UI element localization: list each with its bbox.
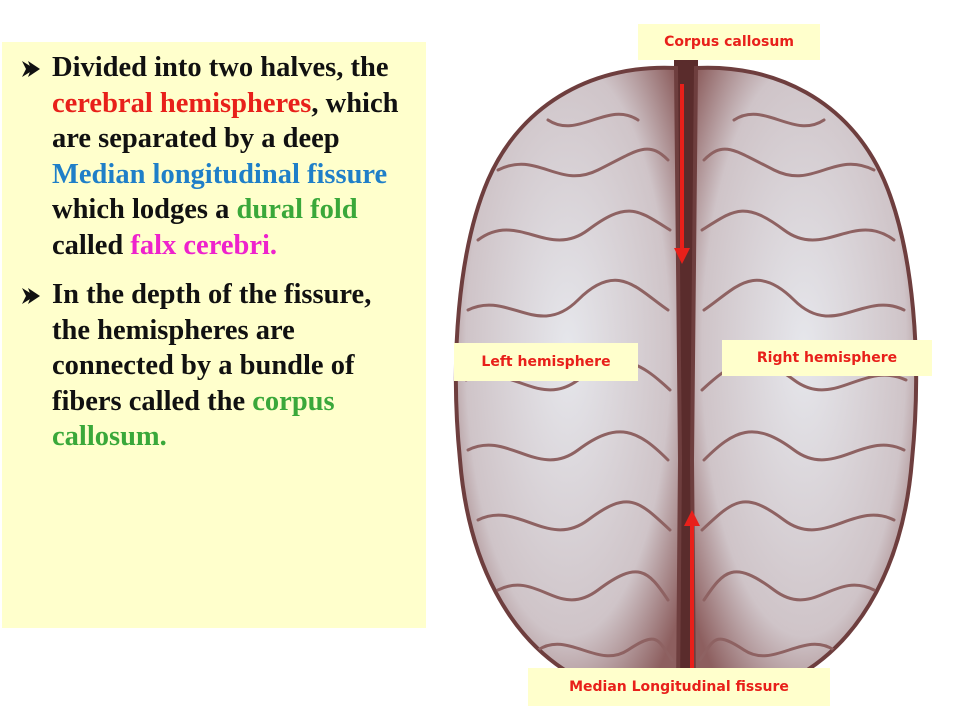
bullet-1-part-1: Divided into two halves, the [52, 52, 389, 83]
label-left-hemisphere: Left hemisphere [454, 343, 638, 381]
arrow-bullet-icon [22, 288, 40, 304]
bullet-1-cerebral-hemispheres: cerebral hemispheres [52, 87, 312, 119]
label-median-fissure: Median Longitudinal fissure [528, 668, 830, 706]
arrow-bullet-icon [22, 61, 40, 77]
corpus-callosum-arrowhead [674, 248, 690, 264]
text-panel: Divided into two halves, the cerebral he… [2, 42, 426, 628]
bullet-2-part-1: In the depth of the fissure, the hemisph… [52, 279, 372, 417]
bullet-item-2: In the depth of the fissure, the hemisph… [20, 277, 416, 455]
brain-illustration [428, 60, 948, 710]
label-right-hemisphere: Right hemisphere [722, 340, 932, 376]
bullet-1-part-3: , which are separated by a deep [52, 87, 399, 155]
bullet-1-part-7: called [52, 229, 131, 261]
bullet-2-corpus-callosum: corpus callosum. [52, 385, 335, 453]
median-fissure-arrowhead [684, 510, 700, 526]
label-corpus-callosum: Corpus callosum [638, 24, 820, 60]
bullet-1-falx-cerebri: falx cerebri. [130, 229, 278, 261]
bullet-1-dural-fold: dural fold [236, 194, 358, 225]
bullet-1-part-5: which lodges a [52, 194, 237, 225]
bullet-1-median-fissure: Median longitudinal fissure [52, 158, 388, 190]
bullet-item-1: Divided into two halves, the cerebral he… [20, 50, 416, 263]
brain-superior-view-image [428, 60, 948, 710]
